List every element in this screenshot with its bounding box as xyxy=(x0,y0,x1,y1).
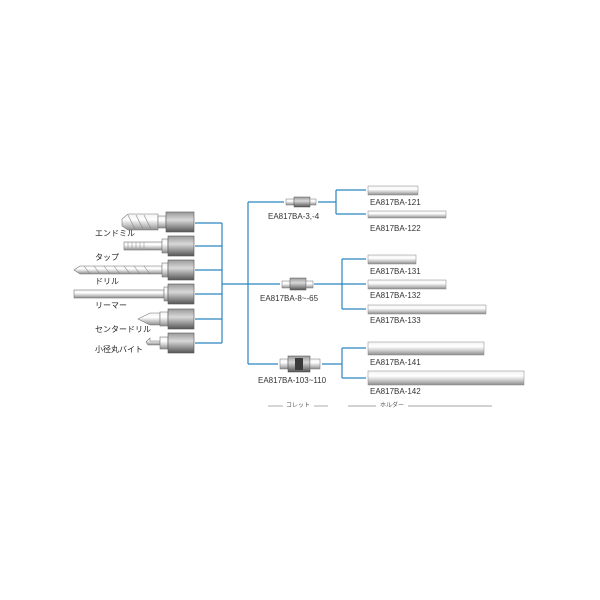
holder-code-121: EA817BA-121 xyxy=(370,198,421,207)
holder-code-122: EA817BA-122 xyxy=(370,224,421,233)
holder-133-bar xyxy=(367,304,487,315)
tool-label-reamer: リーマー xyxy=(95,301,127,310)
holder-141-bar xyxy=(367,341,485,356)
tap-icon xyxy=(123,235,195,257)
holder-code-132: EA817BA-132 xyxy=(370,291,421,300)
holder-122-bar xyxy=(367,210,447,219)
holder-121-bar xyxy=(367,185,419,196)
collet-code-1: EA817BA-3,-4 xyxy=(268,212,320,221)
boring-bar-icon xyxy=(145,332,195,354)
holder-142-bar xyxy=(367,370,525,386)
holder-code-142: EA817BA-142 xyxy=(370,387,421,396)
holder-code-141: EA817BA-141 xyxy=(370,358,421,367)
tool-label-tap: タップ xyxy=(95,253,119,262)
end-mill-icon xyxy=(121,211,195,233)
collet-code-3: EA817BA-103~110 xyxy=(258,376,327,385)
holder-code-133: EA817BA-133 xyxy=(370,316,421,325)
holder-132-bar xyxy=(367,279,447,290)
holder-131-bar xyxy=(367,254,417,265)
tool-label-center-drill: センタードリル xyxy=(95,325,151,334)
center-drill-icon xyxy=(137,308,195,330)
tool-label-drill: ドリル xyxy=(95,277,119,286)
tool-label-end-mill: エンドミル xyxy=(95,229,135,238)
collet-large-icon xyxy=(279,355,321,373)
tool-label-boring-bar: 小径丸バイト xyxy=(95,345,143,354)
holder-code-131: EA817BA-131 xyxy=(370,267,421,276)
legend-collet: コレット xyxy=(286,403,311,409)
legend-holder: ホルダー xyxy=(380,403,405,409)
collet-small-icon xyxy=(285,196,317,208)
reamer-icon xyxy=(73,283,195,305)
drill-icon xyxy=(73,259,195,281)
collet-medium-icon xyxy=(281,277,314,291)
collet-code-2: EA817BA-8~-65 xyxy=(260,294,319,303)
